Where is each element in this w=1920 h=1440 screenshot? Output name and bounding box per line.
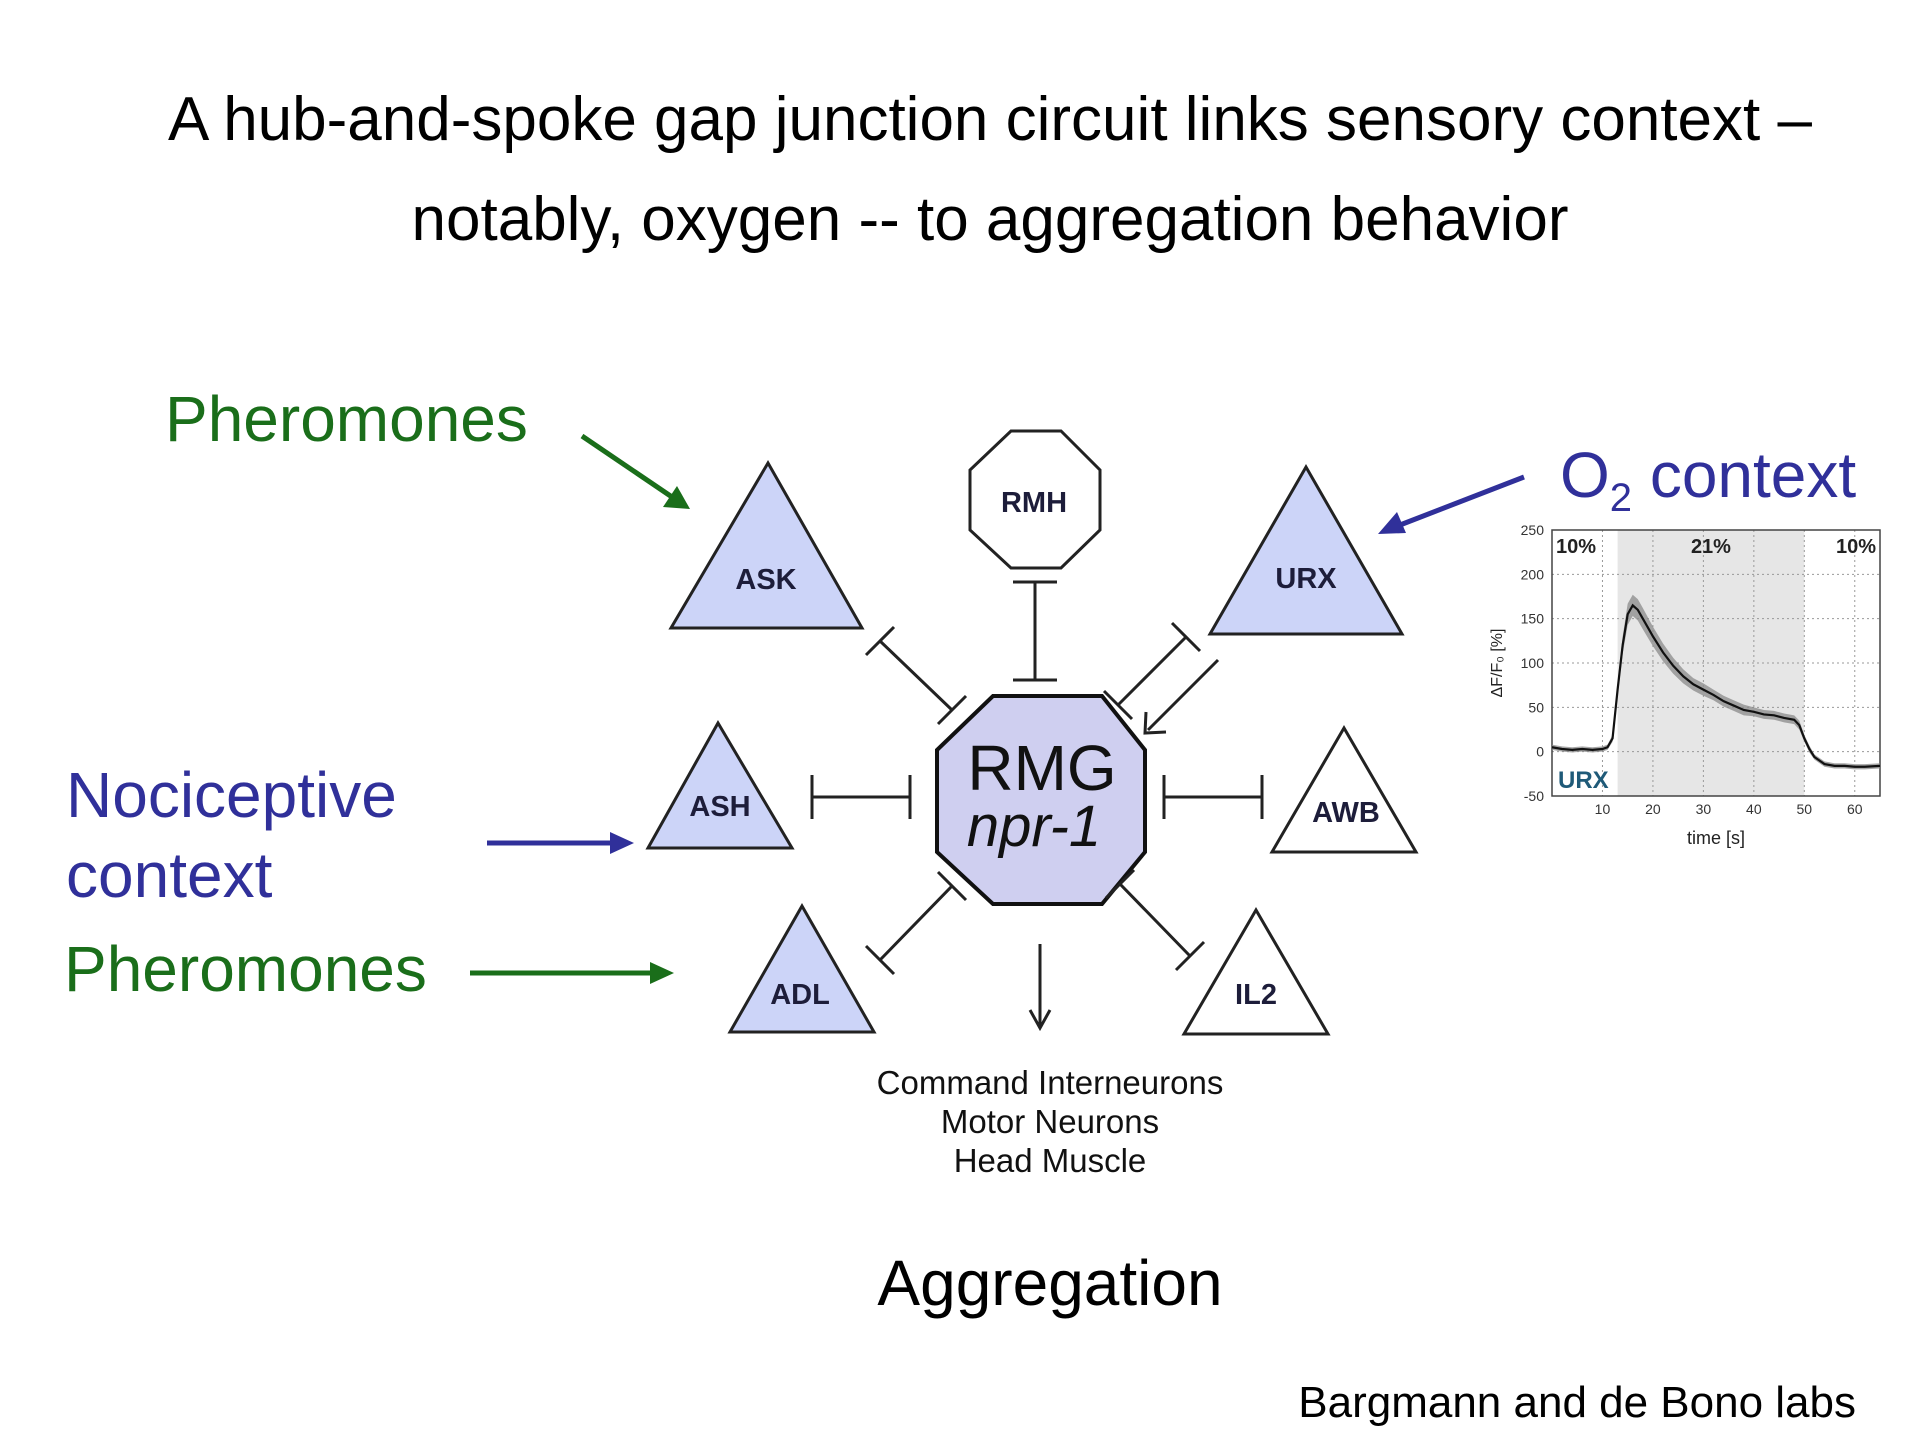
chart-x-tick-label: 20 — [1645, 801, 1661, 817]
pheromones-label-top: Pheromones — [165, 383, 528, 455]
neuron-awb: AWB — [1269, 725, 1419, 854]
slide-title-line-1: A hub-and-spoke gap junction circuit lin… — [168, 85, 1812, 154]
chart-series-line — [1551, 603, 1881, 768]
downstream-outputs: Command Interneurons Motor Neurons Head … — [800, 1063, 1300, 1180]
chart-x-tick-label: 50 — [1797, 801, 1813, 817]
output-motor-neurons: Motor Neurons — [940, 1103, 1160, 1140]
neuron-rmh-label: RMH — [1001, 487, 1067, 519]
chart-condition-label: 10% — [1836, 536, 1876, 558]
chart-x-axis-label: time [s] — [1687, 828, 1745, 848]
neuron-ask: ASK — [668, 460, 865, 630]
o2-context-arrow — [1378, 474, 1525, 534]
chart-x-tick-label: 30 — [1696, 801, 1712, 817]
neuron-rmh: RMH — [968, 429, 1102, 570]
chart-series-band — [1552, 594, 1880, 770]
chart-frame — [1551, 529, 1881, 797]
neuron-il2: IL2 — [1181, 907, 1331, 1036]
pheromones-label-bottom: Pheromones — [64, 933, 427, 1005]
chart-y-tick-label: 100 — [1521, 655, 1545, 671]
connector-il2-rmg — [1104, 868, 1206, 972]
chart-y-tick-label: -50 — [1524, 788, 1544, 804]
neuron-ash-label: ASH — [689, 791, 750, 823]
neuron-awb-label: AWB — [1312, 797, 1380, 829]
o2-prefix: O — [1560, 439, 1610, 511]
connector-ash-rmg — [810, 775, 912, 819]
nociceptive-label-line-1: Nociceptive — [66, 759, 397, 831]
o2-subscript: 2 — [1609, 475, 1633, 520]
chart-series-label: URX — [1558, 767, 1609, 794]
chart-condition-label: 10% — [1556, 536, 1596, 558]
connector-urx-rmg — [1102, 621, 1202, 721]
output-command-interneurons: Command Interneurons — [876, 1064, 1224, 1101]
connector-adl-rmg — [864, 870, 968, 976]
nociceptive-arrow — [487, 832, 634, 854]
chart-x-tick-label: 10 — [1595, 801, 1611, 817]
rmg-hub-gene: npr-1 — [967, 794, 1101, 859]
connector-awb-rmg — [1162, 775, 1264, 819]
chart-shaded-period — [1617, 530, 1805, 796]
arrow-rmg-to-outputs — [1028, 944, 1052, 1032]
rmg-hub: RMG npr-1 — [935, 694, 1147, 906]
neuron-adl-label: ADL — [770, 979, 830, 1011]
slide-title-line-2: notably, oxygen -- to aggregation behavi… — [411, 185, 1569, 254]
chart-y-tick-label: 200 — [1521, 566, 1545, 582]
neuron-urx: URX — [1207, 463, 1405, 636]
pheromones-top-arrow — [580, 433, 690, 509]
connector-ask-rmg — [864, 625, 968, 726]
connector-rmh-rmg — [1013, 580, 1057, 682]
chart-y-tick-label: 50 — [1528, 699, 1544, 715]
neuron-il2-label: IL2 — [1235, 979, 1277, 1011]
arrow-urx-to-rmg — [1143, 658, 1220, 735]
chart-x-tick-label: 60 — [1847, 801, 1863, 817]
neuron-adl: ADL — [727, 902, 877, 1034]
chart-y-axis-label: ΔF/F₀ [%] — [1489, 629, 1506, 698]
neuron-ask-label: ASK — [735, 564, 796, 596]
chart-condition-label: 21% — [1691, 536, 1731, 558]
o2-context-label: O2 context — [1560, 438, 1856, 521]
behavior-label: Aggregation — [877, 1247, 1223, 1319]
nociceptive-label-line-2: context — [66, 839, 273, 911]
chart-y-tick-label: 250 — [1521, 522, 1545, 538]
chart-x-tick-label: 40 — [1746, 801, 1762, 817]
neuron-ash: ASH — [645, 719, 795, 850]
rmg-hub-name: RMG — [967, 732, 1116, 804]
pheromones-bottom-arrow — [470, 962, 674, 984]
neuron-urx-label: URX — [1275, 563, 1337, 595]
o2-suffix: context — [1632, 439, 1857, 511]
output-head-muscle: Head Muscle — [953, 1142, 1147, 1179]
chart-y-tick-label: 0 — [1536, 744, 1544, 760]
chart-y-tick-label: 150 — [1521, 611, 1545, 627]
credit-label: Bargmann and de Bono labs — [1298, 1378, 1856, 1427]
